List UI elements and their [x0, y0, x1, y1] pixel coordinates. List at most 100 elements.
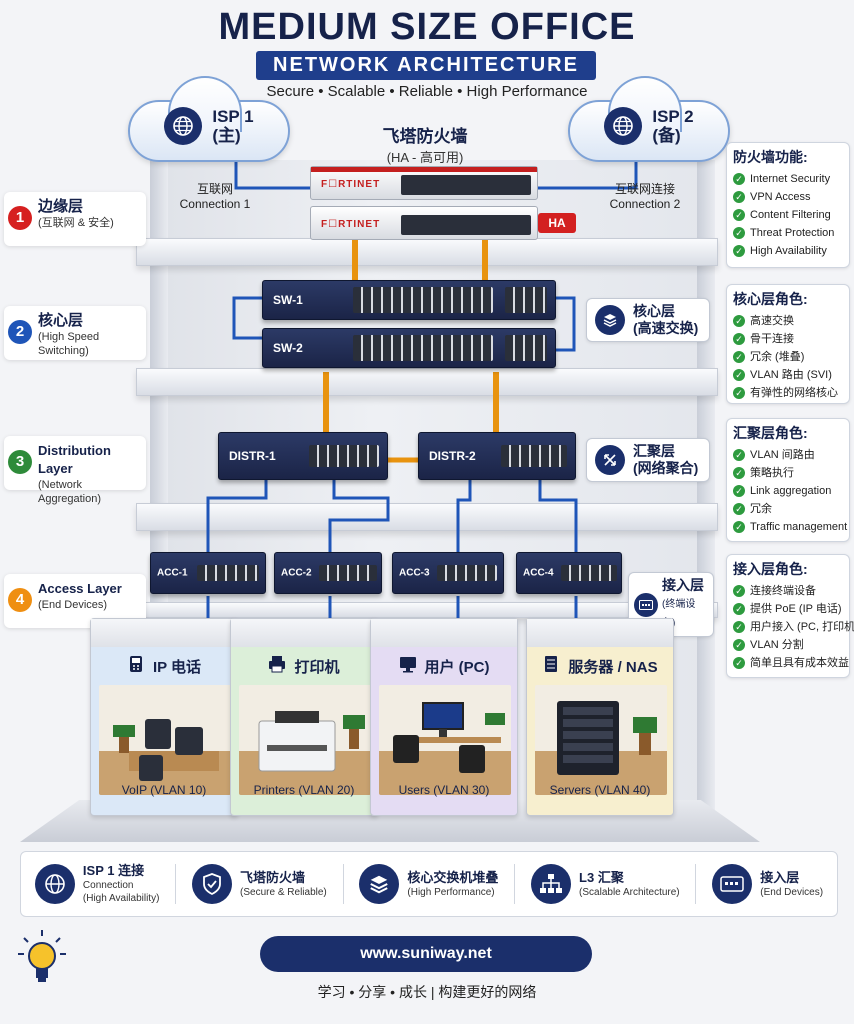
panel-item-text: Content Filtering: [750, 209, 831, 221]
layer-label-distribution: 3 Distribution Layer (Network Aggregatio…: [4, 436, 146, 505]
globe-icon: [164, 107, 203, 145]
isp2-role: (备): [652, 126, 681, 145]
check-icon: ✓: [733, 387, 745, 399]
panel-item-text: 简单且具有成本效益: [750, 657, 849, 669]
panel-item: ✓ Traffic management: [733, 518, 847, 536]
room-scene: [99, 685, 231, 795]
globe-icon: [604, 107, 643, 145]
panel-item: ✓ Content Filtering: [733, 206, 843, 224]
dist2-acc4: [538, 480, 578, 552]
office-chair: [393, 735, 419, 763]
panel-item-text: 高速交换: [750, 315, 794, 327]
check-icon: ✓: [733, 585, 745, 597]
layer-subtitle: (High Speed Switching): [38, 331, 100, 357]
legend-item-core: 核心交换机堆叠 (High Performance): [359, 864, 498, 904]
panel-item: ✓ 骨干连接: [733, 330, 843, 348]
ip-phone: [145, 719, 171, 749]
legend-item-access: 接入层 (End Devices): [712, 864, 823, 904]
check-icon: ✓: [733, 521, 745, 533]
access-switch-3: ACC-3: [392, 552, 504, 594]
check-icon: ✓: [733, 639, 745, 651]
panel-item-text: VLAN 分割: [750, 639, 804, 651]
isp2-cable: [538, 160, 638, 190]
conn1-label-a: 互联网: [196, 182, 233, 196]
switch-icon: [712, 864, 753, 904]
layer-number: 1: [8, 206, 32, 230]
pc-monitor: [422, 702, 464, 730]
panel-firewall: 防火墙功能: ✓Internet Security ✓VPN Access ✓C…: [726, 142, 850, 268]
switch-ports: [353, 335, 493, 361]
shelf-distribution: [136, 503, 718, 531]
switch-name: DISTR-2: [429, 449, 476, 463]
printer-icon: [268, 655, 286, 677]
panel-item: ✓ Link aggregation: [733, 482, 843, 500]
room-printers: 打印机 Printers (VLAN 20): [230, 618, 378, 816]
panel-item-text: 有弹性的网络核心: [750, 387, 838, 399]
footer-motto: 学习 • 分享 • 成长 | 构建更好的网络: [317, 984, 537, 1000]
distribution-switch-2: DISTR-2: [418, 432, 576, 480]
legend-item-firewall: 飞塔防火墙 (Secure & Reliable): [192, 864, 327, 904]
panel-item-text: 骨干连接: [750, 333, 794, 345]
panel-item-text: Link aggregation: [750, 485, 832, 497]
layers-icon: [359, 864, 400, 904]
room-title: 打印机: [294, 658, 340, 676]
panel-item-text: VLAN 间路由: [750, 449, 815, 461]
fortinet-logo: F☐RTINET: [321, 219, 381, 230]
panel-item-text: VPN Access: [750, 191, 811, 203]
room-scene: [535, 685, 667, 795]
switch-ports: [197, 565, 259, 581]
panel-item: ✓冗余: [733, 500, 843, 518]
switch-ports: [501, 445, 567, 467]
panel-item-text: 提供 PoE (IP 电话): [750, 603, 842, 615]
switch-ports: [353, 287, 493, 313]
layer-subtitle: (Network Aggregation): [38, 479, 101, 505]
dist1-acc2: [328, 480, 390, 552]
layers-icon: [595, 305, 625, 335]
core-switch-2: SW-2: [262, 328, 556, 368]
globe-icon: [34, 864, 75, 904]
tag-title: 汇聚层: [633, 443, 675, 459]
shield-icon: [192, 864, 233, 904]
isp2-name: ISP 2: [652, 107, 694, 126]
firewall-ports: [401, 175, 531, 195]
fortinet-logo: F☐RTINET: [321, 179, 381, 190]
legend-item-l3: L3 汇聚 (Scalable Architecture): [531, 864, 680, 904]
room-caption: VoIP (VLAN 10): [121, 783, 207, 797]
check-icon: ✓: [733, 333, 745, 345]
panel-item-text: Traffic management: [750, 521, 848, 533]
office-chair: [459, 745, 485, 773]
legend-subtitle-2: (High Availability): [82, 893, 160, 904]
room-scene: [379, 685, 511, 795]
room-title: IP 电话: [152, 658, 202, 676]
switch-name: DISTR-1: [229, 449, 276, 463]
layer-label-core: 2 核心层 (High Speed Switching): [4, 306, 146, 360]
layer-number: 4: [8, 588, 32, 612]
room-users: 用户 (PC) Users (VLAN 30): [370, 618, 518, 816]
room-title: 用户 (PC): [424, 658, 490, 676]
firewall-title: 飞塔防火墙: [382, 127, 468, 146]
access-switch-1: ACC-1: [150, 552, 266, 594]
room-scene: [239, 685, 371, 795]
room-header: 服务器 / NAS: [527, 649, 673, 683]
legend-title: 飞塔防火墙: [240, 869, 306, 885]
website-link[interactable]: www.suniway.net: [260, 936, 592, 972]
isp1-cable: [234, 160, 312, 190]
switch-ports: [319, 565, 377, 581]
panel-item: ✓Threat Protection: [733, 224, 843, 242]
legend-subtitle: (High Performance): [407, 886, 495, 898]
panel-item: ✓VLAN 路由 (SVI): [733, 366, 843, 384]
panel-item-text: VLAN 路由 (SVI): [750, 369, 832, 381]
check-icon: ✓: [733, 485, 745, 497]
conn2-label: 互联网连接 Connection 2: [590, 182, 700, 212]
distribution-switch-1: DISTR-1: [218, 432, 388, 480]
tag-core: 核心层(高速交换): [586, 298, 710, 342]
panel-item: ✓用户接入 (PC, 打印机): [733, 618, 854, 636]
server-icon: [542, 655, 560, 677]
check-icon: ✓: [733, 209, 745, 221]
switch-uplinks: [505, 335, 547, 361]
panel-distribution: 汇聚层角色: ✓VLAN 间路由 ✓策略执行 ✓Link aggregation…: [726, 418, 850, 542]
legend-item-isp: ISP 1 连接 Connection (High Availability): [34, 863, 160, 905]
panel-item: ✓High Availability: [733, 242, 843, 260]
switch-name: SW-2: [273, 341, 303, 355]
room-header: 用户 (PC): [371, 649, 517, 683]
